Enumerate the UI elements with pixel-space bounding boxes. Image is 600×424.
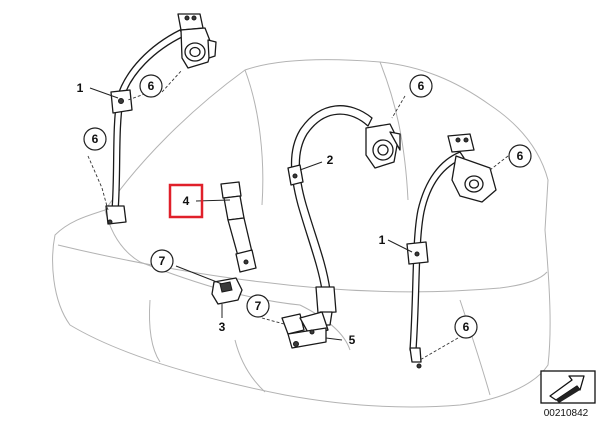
callout-label: 6 xyxy=(418,79,425,93)
arrow-icon xyxy=(549,375,585,403)
diagram-code: 00210842 xyxy=(544,408,589,419)
left-buckle[interactable] xyxy=(211,277,243,305)
callout-2[interactable]: 2 xyxy=(327,153,334,167)
callout-label: 6 xyxy=(92,132,99,146)
callout-label: 2 xyxy=(327,153,334,167)
left-seat-belt[interactable] xyxy=(105,29,185,225)
callout-label: 3 xyxy=(219,320,226,334)
callout-6-top-middle[interactable]: 6 xyxy=(409,74,433,98)
callout-label: 6 xyxy=(463,320,470,334)
left-belt-retractor[interactable] xyxy=(177,13,217,69)
middle-seat-belt[interactable] xyxy=(287,105,373,326)
callout-5[interactable]: 5 xyxy=(349,333,356,347)
right-double-buckle[interactable] xyxy=(281,311,329,349)
callout-label: 1 xyxy=(379,233,386,247)
callout-6-top-left[interactable]: 6 xyxy=(139,74,163,98)
callout-3[interactable]: 3 xyxy=(219,320,226,334)
callout-label: 1 xyxy=(77,81,84,95)
middle-belt-retractor[interactable] xyxy=(365,123,401,169)
callout-label: 4 xyxy=(183,194,190,208)
callout-7-left[interactable]: 7 xyxy=(150,249,174,273)
callout-label: 7 xyxy=(255,299,262,313)
callout-1-left[interactable]: 1 xyxy=(77,81,84,95)
callout-6-left[interactable]: 6 xyxy=(83,127,107,151)
callout-label: 5 xyxy=(349,333,356,347)
nav-arrow-box[interactable] xyxy=(540,370,596,404)
right-seat-belt[interactable] xyxy=(406,151,465,369)
callout-6-bottom-right[interactable]: 6 xyxy=(454,315,478,339)
callout-6-right[interactable]: 6 xyxy=(508,144,532,168)
callout-4-highlighted[interactable]: 4 xyxy=(168,183,204,219)
callout-label: 6 xyxy=(517,149,524,163)
right-belt-retractor[interactable] xyxy=(447,133,497,203)
leader-lines xyxy=(87,69,509,361)
callout-label: 6 xyxy=(148,79,155,93)
rear-seat-outline xyxy=(52,59,551,408)
callout-7-right[interactable]: 7 xyxy=(246,294,270,318)
callout-1-right[interactable]: 1 xyxy=(379,233,386,247)
callout-label: 7 xyxy=(159,254,166,268)
center-buckle-strap[interactable] xyxy=(220,181,257,273)
